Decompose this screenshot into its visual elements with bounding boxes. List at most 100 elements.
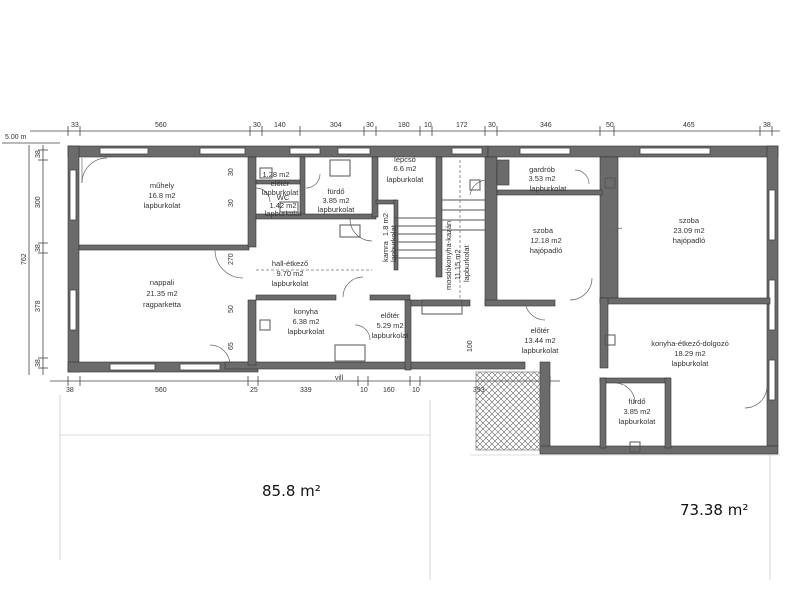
dim-side-3: 50	[228, 305, 235, 313]
room-eloter-small-floor: lapburkolat	[262, 188, 300, 197]
wall-note: vill	[335, 375, 344, 382]
dim-side-2: 30	[228, 199, 235, 207]
room-muhely-name: műhely	[150, 181, 174, 190]
room-szoba1-area: 12.18 m2	[530, 236, 561, 245]
dim-bottom-5: 10	[360, 387, 368, 394]
room-szoba2-floor: hajópadló	[673, 236, 706, 245]
room-muhely-floor: lapburkolat	[144, 201, 182, 210]
dim-bottom-7: 10	[412, 387, 420, 394]
room-konyha2-area: 18.29 m2	[674, 349, 705, 358]
room-wc-name: WC	[277, 193, 290, 202]
room-gardrob-name: gardrób	[529, 165, 555, 174]
left-dimension-line: 38 300 38 378 38 762	[21, 145, 48, 375]
room-furdo2-area: 3.85 m2	[623, 407, 650, 416]
dim-top-11: 346	[540, 122, 552, 129]
dim-left-4: 378	[35, 300, 42, 312]
dim-bottom-1: 38	[66, 387, 74, 394]
room-szoba1-name: szoba	[533, 226, 554, 235]
windows	[69, 147, 776, 401]
fixtures	[259, 159, 641, 453]
dim-left-5: 38	[35, 359, 42, 367]
dim-top-7: 180	[398, 122, 410, 129]
dim-top-1: 33	[71, 122, 79, 129]
room-eloter3-name: előtér	[531, 326, 550, 335]
room-furdo1-floor: lapburkolat	[318, 205, 356, 214]
room-eloter2-floor: lapburkolat	[372, 331, 410, 340]
room-gardrob-floor: lapburkolat	[530, 184, 568, 193]
room-szoba2-name: szoba	[679, 216, 700, 225]
door-swings	[81, 157, 768, 409]
dim-top-10: 30	[488, 122, 496, 129]
dim-bottom-6: 160	[383, 387, 395, 394]
dim-top-8: 10	[424, 122, 432, 129]
room-eloter-small-area: 1.28 m2	[262, 170, 289, 179]
room-furdo2-floor: lapburkolat	[619, 417, 657, 426]
dim-top-5: 304	[330, 122, 342, 129]
room-lepcso-floor: lapburkolat	[387, 175, 425, 184]
room-konyha-area: 6.38 m2	[292, 317, 319, 326]
total-right: 73.38 m²	[680, 501, 748, 519]
room-furdo2-name: fürdő	[628, 397, 645, 406]
room-hall-floor: lapburkolat	[272, 279, 310, 288]
room-hall-area: 9.70 m2	[276, 269, 303, 278]
dim-bottom-3: 25	[250, 387, 258, 394]
dim-top-13: 465	[683, 122, 695, 129]
dim-left-total: 762	[21, 253, 28, 265]
room-gardrob-area: 3.53 m2	[528, 174, 555, 183]
level-label: 5.00 m	[5, 134, 27, 141]
room-eloter2-name: előtér	[381, 311, 400, 320]
room-konyha-name: konyha	[294, 307, 319, 316]
dim-top-9: 172	[456, 122, 468, 129]
total-left: 85.8 m²	[262, 482, 321, 500]
dim-side-4: 65	[228, 342, 235, 350]
dim-left-2: 300	[35, 196, 42, 208]
room-szoba2-area: 23.09 m2	[673, 226, 704, 235]
room-lepcso-area: 6.6 m2	[394, 164, 417, 173]
dim-top-4: 140	[274, 122, 286, 129]
room-nappali-floor: ragparketta	[143, 300, 182, 309]
dim-top-6: 30	[366, 122, 374, 129]
room-kamra-area: 1.8 m2	[381, 213, 390, 236]
room-mosdo-floor: lapburkolat	[462, 244, 471, 282]
top-dimension-line: 33 560 30 140 304 30 180 10 172 30 346 5…	[30, 122, 780, 136]
room-nappali-area: 21.35 m2	[146, 289, 177, 298]
dim-top-3: 30	[253, 122, 261, 129]
room-lepcso-name: lépcső	[394, 155, 416, 164]
interior-walls	[78, 156, 771, 449]
room-kamra-floor: lapburkolat	[389, 224, 398, 262]
room-eloter2-area: 5.29 m2	[376, 321, 403, 330]
dim-bottom-4: 339	[300, 387, 312, 394]
room-eloter3-floor: lapburkolat	[522, 346, 560, 355]
room-labels: műhely 16.8 m2 lapburkolat nappali 21.35…	[143, 155, 729, 426]
room-hall-name: hall-étkező	[272, 259, 308, 268]
guide-lines	[59, 395, 780, 580]
room-konyha2-name: konyha-étkező-dolgozó	[651, 339, 729, 348]
dim-left-3: 38	[35, 244, 42, 252]
dim-top-14: 38	[763, 122, 771, 129]
room-eloter3-area: 13.44 m2	[524, 336, 555, 345]
room-kamra-name: kamra	[381, 240, 390, 262]
dim-top-2: 560	[155, 122, 167, 129]
room-eloter-small-name: előtér	[271, 179, 290, 188]
dim-bottom-2: 560	[155, 387, 167, 394]
dim-side-5: 270	[228, 253, 235, 265]
room-mosdo-name: mosdókonyha-kazán	[444, 221, 453, 290]
terrace-hatch	[475, 371, 541, 451]
staircase	[395, 199, 485, 259]
room-wc-floor: lapburkolat	[265, 209, 303, 218]
dim-top-12: 50	[606, 122, 614, 129]
dim-side-1: 30	[228, 168, 235, 176]
room-furdo1-area: 3.85 m2	[322, 196, 349, 205]
room-kamra-label: kamra 1.8 m2	[381, 213, 390, 262]
dashed-lines	[256, 160, 461, 300]
room-muhely-area: 16.8 m2	[148, 191, 175, 200]
room-furdo1-name: fürdő	[327, 187, 344, 196]
room-konyha-floor: lapburkolat	[288, 327, 326, 336]
room-mosdo-area: 11.15 m2	[453, 249, 462, 280]
room-szoba1-floor: hajópadló	[530, 246, 563, 255]
room-wc-area: 1.42 m2	[269, 201, 296, 210]
room-nappali-name: nappali	[150, 278, 175, 287]
room-konyha2-floor: lapburkolat	[672, 359, 710, 368]
door-note: 100	[467, 340, 474, 352]
